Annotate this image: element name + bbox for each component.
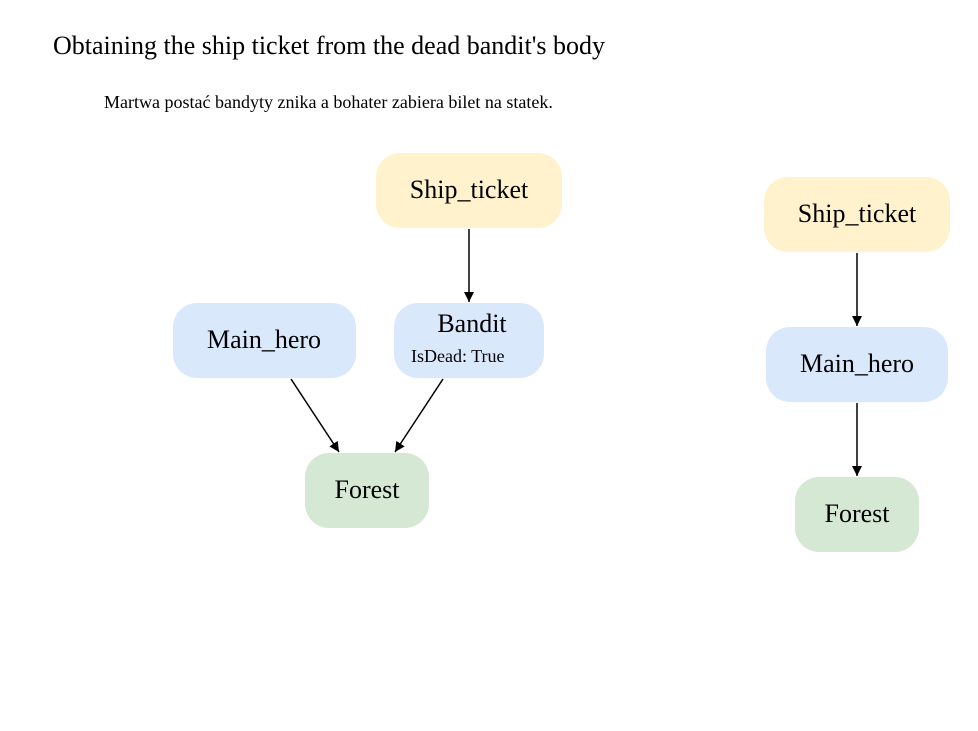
node-bandit-before: Bandit IsDead: True [394, 303, 544, 378]
node-ship-ticket-before: Ship_ticket [376, 153, 562, 228]
diagram-title: Obtaining the ship ticket from the dead … [53, 31, 606, 60]
diagram-subtitle: Martwa postać bandyty znika a bohater za… [104, 92, 553, 112]
node-box [766, 327, 948, 402]
node-main-hero-before: Main_hero [173, 303, 356, 378]
node-forest-after: Forest [795, 477, 919, 552]
node-box [394, 303, 544, 378]
edge-main-hero-to-forest [290, 378, 340, 453]
node-box [305, 453, 429, 528]
node-label: Ship_ticket [798, 199, 917, 228]
node-box [795, 477, 919, 552]
node-label: Main_hero [800, 349, 914, 378]
graph-before: Ship_ticket Main_hero Bandit IsDead: Tru… [173, 153, 562, 528]
node-forest-before: Forest [305, 453, 429, 528]
node-label: Forest [825, 499, 891, 528]
graph-after: Ship_ticket Main_hero Forest [764, 177, 950, 552]
node-label: Main_hero [207, 325, 321, 354]
edges-before [290, 229, 474, 453]
node-label: Bandit [437, 309, 507, 338]
node-main-hero-after: Main_hero [766, 327, 948, 402]
edge-bandit-to-forest [394, 378, 444, 453]
node-attribute: IsDead: True [411, 346, 505, 366]
node-ship-ticket-after: Ship_ticket [764, 177, 950, 252]
node-box [376, 153, 562, 228]
node-label: Ship_ticket [410, 175, 529, 204]
node-label: Forest [335, 475, 401, 504]
node-box [173, 303, 356, 378]
node-box [764, 177, 950, 252]
